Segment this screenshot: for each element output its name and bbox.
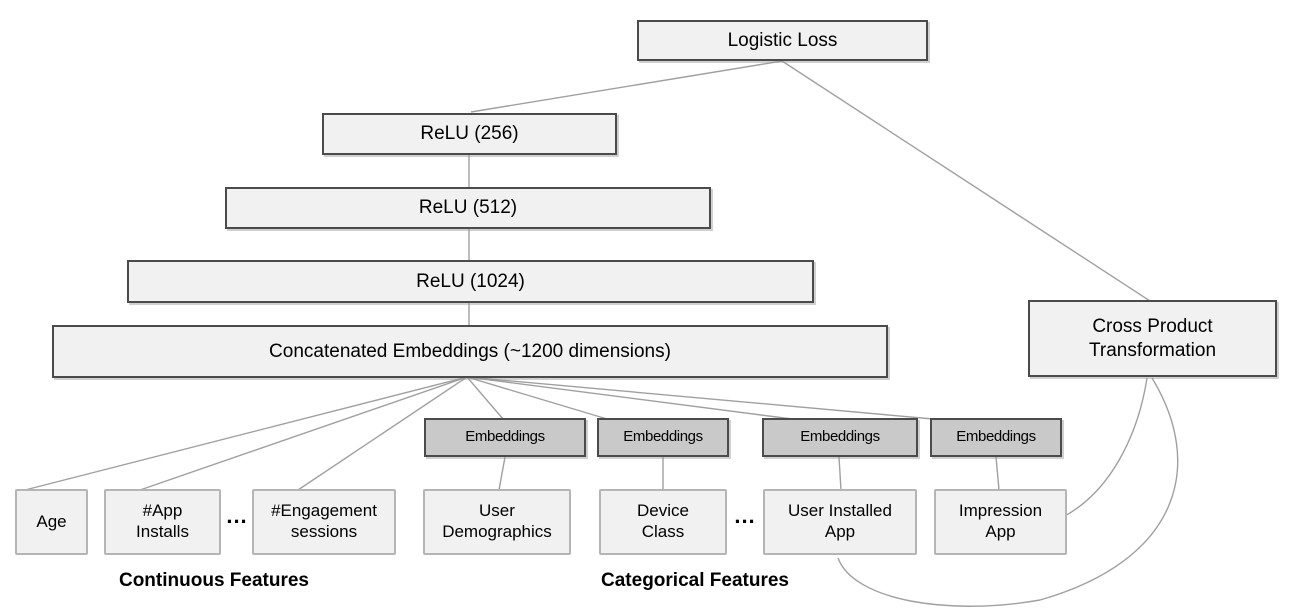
user-installed-app-label: User Installed App [788,501,892,541]
app-installs-label: #App Installs [136,501,189,541]
connector-concat-appinstalls [139,376,468,491]
connector-concat-embeddings1 [466,376,504,420]
relu-512-label: ReLU (512) [418,197,518,219]
connector-concat-embeddings3 [466,376,793,420]
user-demographics-label: User Demographics [442,501,552,541]
connector-loss-crossproduct [781,60,1151,302]
embeddings-label: Embeddings [956,428,1036,446]
node-logistic-loss: Logistic Loss [637,20,928,61]
embeddings-label: Embeddings [623,428,703,446]
age-label: Age [36,511,67,531]
connector-crossproduct-userinstalledapp-curve [837,377,1179,607]
node-embeddings-user-demographics: Embeddings [424,418,586,457]
cross-product-transformation-label: Cross Product Transformation [1088,316,1217,361]
connector-crossproduct-impressionapp-curve [1062,377,1148,518]
node-user-installed-app: User Installed App [763,489,917,555]
embeddings-label: Embeddings [800,428,880,446]
engagement-sessions-label: #Engagement sessions [271,501,377,541]
node-device-class: Device Class [599,489,727,555]
impression-app-label: Impression App [958,501,1043,541]
connector-concat-embeddings4 [466,376,934,420]
node-engagement-sessions: #Engagement sessions [252,489,396,555]
node-relu-512: ReLU (512) [225,187,711,229]
node-user-demographics: User Demographics [423,489,571,555]
logistic-loss-label: Logistic Loss [727,29,838,51]
device-class-label: Device Class [637,501,689,541]
relu-256-label: ReLU (256) [420,123,519,145]
node-app-installs: #App Installs [104,489,221,555]
continuous-features-label: Continuous Features [118,570,309,591]
relu-1024-label: ReLU (1024) [416,270,525,292]
node-cross-product-transformation: Cross Product Transformation [1028,300,1277,377]
node-concatenated-embeddings: Concatenated Embeddings (~1200 dimension… [52,325,888,378]
node-impression-app: Impression App [934,489,1067,555]
connector-embeddings1-userdemo [498,456,506,491]
ellipsis-continuous: ... [226,503,248,528]
node-embeddings-impression-app: Embeddings [930,418,1062,457]
node-relu-1024: ReLU (1024) [127,260,814,303]
node-relu-256: ReLU (256) [322,113,617,155]
node-embeddings-user-installed-app: Embeddings [762,418,918,457]
connector-embeddings4-impression [995,456,1000,491]
connector-embeddings3-userinstalled [838,456,842,491]
connector-concat-embeddings2 [466,376,608,420]
connector-concat-engagement [297,376,468,491]
connector-loss-relu256 [470,60,783,113]
ellipsis-categorical: ... [734,503,756,528]
connector-concat-age [24,376,468,491]
concatenated-embeddings-label: Concatenated Embeddings (~1200 dimension… [269,340,671,362]
node-embeddings-device-class: Embeddings [597,418,729,457]
categorical-features-label: Categorical Features [601,570,789,591]
embeddings-label: Embeddings [465,428,545,446]
node-age: Age [15,489,88,555]
